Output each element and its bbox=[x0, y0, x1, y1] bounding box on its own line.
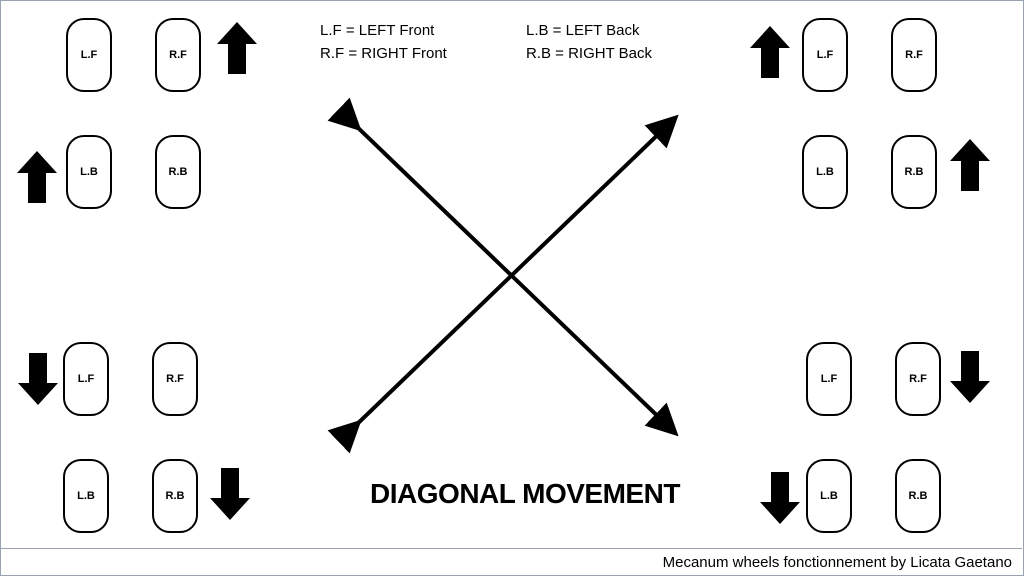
arrow-up-icon bbox=[17, 151, 57, 203]
wheel-lb-bottom-right: L.B bbox=[806, 459, 852, 533]
double-headed-diagonal-arrow-icon bbox=[327, 114, 679, 454]
legend-lb: L.B = LEFT Back bbox=[526, 22, 640, 39]
wheel-lb-top-right: L.B bbox=[802, 135, 848, 209]
arrow-down-icon bbox=[18, 353, 58, 405]
wheel-rf-bottom-left: R.F bbox=[152, 342, 198, 416]
credit-text: Mecanum wheels fonctionnement by Licata … bbox=[662, 554, 1012, 571]
wheel-rb-top-right: R.B bbox=[891, 135, 937, 209]
wheel-lf-top-left: L.F bbox=[66, 18, 112, 92]
arrow-down-icon bbox=[210, 468, 250, 520]
arrow-down-icon bbox=[760, 472, 800, 524]
footer-divider bbox=[0, 548, 1022, 549]
legend-rf: R.F = RIGHT Front bbox=[320, 45, 447, 62]
wheel-lb-bottom-left: L.B bbox=[63, 459, 109, 533]
wheel-lf-top-right: L.F bbox=[802, 18, 848, 92]
wheel-lb-top-left: L.B bbox=[66, 135, 112, 209]
wheel-rb-top-left: R.B bbox=[155, 135, 201, 209]
legend-right: L.B = LEFT Back R.B = RIGHT Back bbox=[526, 19, 652, 65]
wheel-rf-top-right: R.F bbox=[891, 18, 937, 92]
arrow-up-icon bbox=[750, 26, 790, 78]
legend-left: L.F = LEFT Front R.F = RIGHT Front bbox=[320, 19, 447, 65]
wheel-rf-bottom-right: R.F bbox=[895, 342, 941, 416]
legend-lf: L.F = LEFT Front bbox=[320, 22, 435, 39]
legend-rb: R.B = RIGHT Back bbox=[526, 45, 653, 62]
wheel-lf-bottom-left: L.F bbox=[63, 342, 109, 416]
arrow-up-icon bbox=[950, 139, 990, 191]
wheel-rb-bottom-left: R.B bbox=[152, 459, 198, 533]
diagram-title: DIAGONAL MOVEMENT bbox=[370, 478, 680, 509]
wheel-rf-top-left: R.F bbox=[155, 18, 201, 92]
arrow-up-icon bbox=[217, 22, 257, 74]
arrow-down-icon bbox=[950, 351, 990, 403]
wheel-lf-bottom-right: L.F bbox=[806, 342, 852, 416]
wheel-rb-bottom-right: R.B bbox=[895, 459, 941, 533]
